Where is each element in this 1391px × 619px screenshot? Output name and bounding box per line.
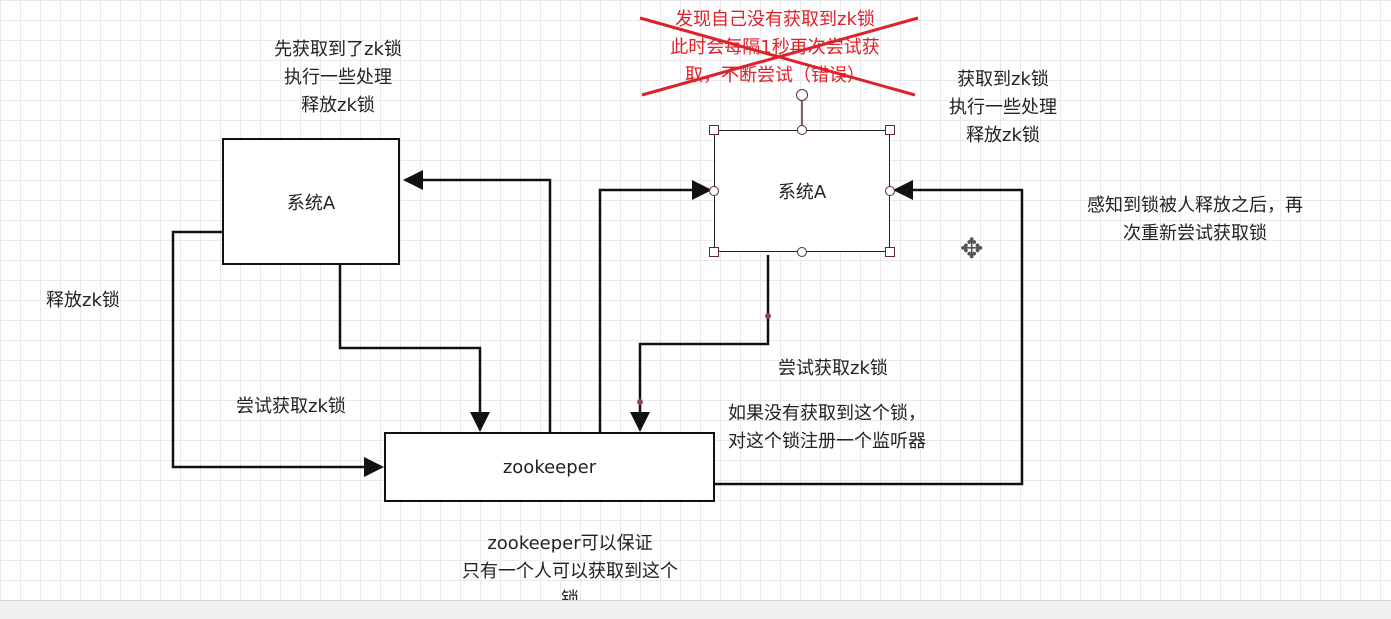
strike-line-2: [641, 16, 919, 97]
right-system-label: 系统A: [777, 182, 827, 203]
resize-handle-w[interactable]: [709, 186, 719, 196]
arrow-zk-to-right-system: [598, 180, 712, 432]
zookeeper-label: zookeeper: [502, 456, 597, 478]
zookeeper-box[interactable]: zookeeper: [384, 432, 715, 502]
note-release-left: 释放zk锁: [46, 290, 120, 311]
rotate-handle[interactable]: [796, 89, 808, 101]
arrow-zk-to-left-system: [403, 170, 552, 432]
note-right-top: 获取到zk锁 执行一些处理 释放zk锁: [949, 69, 1057, 146]
note-try-left: 尝试获取zk锁: [236, 396, 346, 417]
bottom-scrollbar[interactable]: [0, 600, 1391, 619]
note-try-right: 尝试获取zk锁: [778, 358, 888, 379]
right-system-box[interactable]: 系统A: [714, 130, 890, 252]
connector-point: [637, 399, 643, 405]
connector-point: [765, 313, 771, 319]
resize-handle-n[interactable]: [797, 125, 807, 135]
arrow-left-system-to-zk: [338, 265, 490, 432]
note-left-top: 先获取到了zk锁 执行一些处理 释放zk锁: [274, 39, 402, 116]
arrow-zk-notify-right-system: [715, 180, 1024, 486]
note-sense: 感知到锁被人释放之后，再 次重新尝试获取锁: [1087, 195, 1303, 244]
resize-handle-nw[interactable]: [709, 125, 719, 135]
note-crossed-out: 发现自己没有获取到zk锁 此时会每隔1秒再次尝试获 取，不断尝试（错误）: [670, 9, 880, 86]
note-if-not: 如果没有获取到这个锁， 对这个锁注册一个监听器: [728, 403, 926, 452]
arrow-right-system-to-zk: [630, 255, 770, 432]
left-system-box[interactable]: 系统A: [222, 138, 400, 265]
resize-handle-e[interactable]: [885, 186, 895, 196]
resize-handle-sw[interactable]: [709, 247, 719, 257]
left-system-label: 系统A: [286, 192, 336, 214]
resize-handle-ne[interactable]: [885, 125, 895, 135]
move-cursor-icon: ✥: [960, 232, 984, 265]
resize-handle-se[interactable]: [885, 247, 895, 257]
arrow-release-to-zk: [171, 230, 384, 477]
resize-handle-s[interactable]: [797, 247, 807, 257]
note-zk-guarantee: zookeeper可以保证 只有一个人可以获取到这个 锁: [462, 533, 678, 610]
